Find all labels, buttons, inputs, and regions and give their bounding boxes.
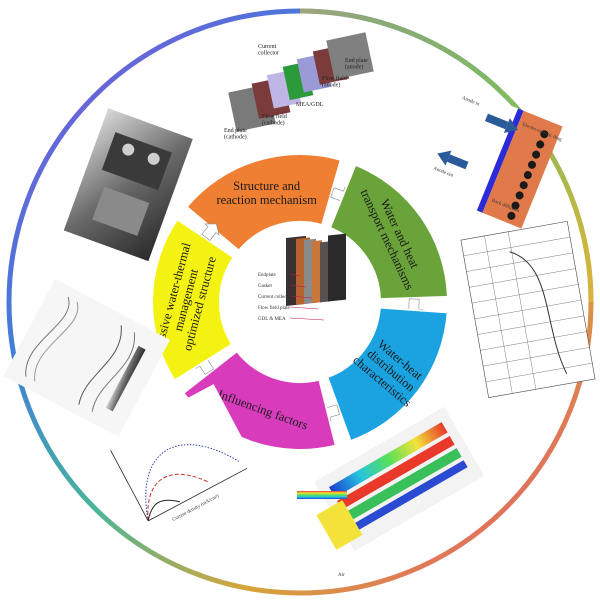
center-label: GDL & MEA — [258, 317, 286, 322]
label-flow-field-cathode: Flow field(cathode) — [262, 113, 287, 127]
transport-schematic-image: Anode in Anode out Electro-osmotic drag … — [416, 84, 567, 230]
label-air: Air — [338, 573, 345, 578]
distribution-table-image — [461, 221, 595, 397]
label-end-plate-cathode: End plate(cathode) — [224, 128, 247, 141]
center-label: Flow field plate — [258, 306, 290, 311]
label-flow-field-anode: Flow field(anode) — [322, 75, 347, 89]
label-mea-gdl: MEA/GDL — [296, 102, 324, 108]
center-label: Current collector — [258, 295, 292, 300]
center-label: Gasket — [258, 284, 272, 289]
center-label: Endplate — [258, 273, 277, 278]
